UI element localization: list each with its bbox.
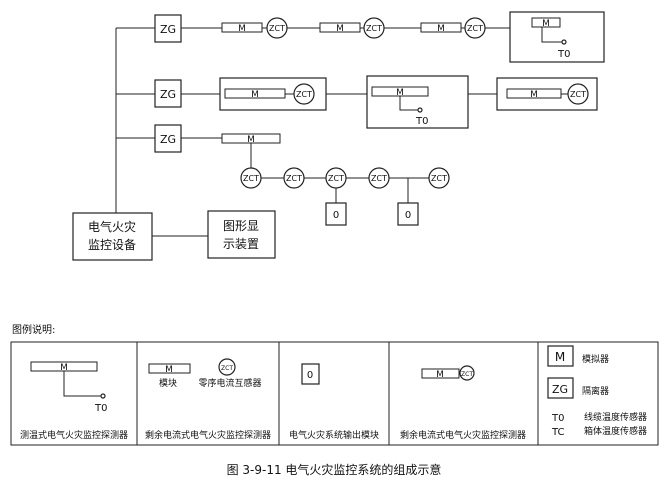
row-2: ZG M ZCT M T0 M ZCT [154, 75, 598, 129]
zct-label: ZCT [296, 90, 312, 99]
zct-label: ZCT [467, 24, 483, 33]
zct-sensor [325, 167, 347, 189]
m-label: M [396, 88, 404, 98]
zg-isolator-1 [154, 14, 182, 43]
output-module [397, 202, 419, 226]
m-label: M [165, 365, 173, 375]
analog-symbol [547, 345, 574, 367]
module-bar [531, 17, 561, 28]
bus-lines [115, 27, 222, 237]
legend-residual-current-a: 剩余电流式电气火灾监控探测器 [145, 429, 271, 441]
output-label: 0 [307, 370, 313, 381]
legend-zct-label: 零序电流互感器 [198, 377, 261, 389]
t0-label: T0 [415, 116, 428, 127]
legend-isolator: 隔离器 [582, 385, 609, 397]
temp-detector-box [366, 75, 469, 129]
legend-module-label: 模块 [159, 377, 177, 389]
m-label: M [60, 363, 68, 373]
legend-cell-module: M ZCT 模块 零序电流互感器 剩余电流式电气火灾监控探测器 [145, 358, 271, 441]
analog-symbol-label: M [555, 350, 565, 364]
zct-label: ZCT [269, 24, 285, 33]
m-label: M [251, 90, 259, 100]
zct-label: ZCT [431, 174, 447, 183]
zct-sensor [283, 167, 305, 189]
zg-label: ZG [160, 88, 176, 101]
m-label: M [336, 24, 344, 34]
zct-label: ZCT [461, 371, 473, 378]
legend-t0-desc: 线缆温度传感器 [584, 411, 647, 423]
monitoring-equipment: 电气火灾 监控设备 [72, 212, 153, 261]
zct-sensor [428, 167, 450, 189]
monitor-device-box [72, 212, 153, 261]
zg-label: ZG [160, 23, 176, 36]
zct-sensor [459, 365, 475, 381]
figure-caption: 图 3-9-11 电气火灾监控系统的组成示意 [227, 462, 442, 477]
row-1: ZG M ZCT M ZCT M ZCT M T0 [154, 11, 605, 63]
m-label: M [238, 24, 246, 34]
isolator-symbol-label: ZG [552, 383, 568, 396]
legend-cell-output: 0 电气火灾系统输出模块 [289, 363, 379, 441]
display-device-line2: 示装置 [223, 237, 259, 251]
t0-sensor-node [417, 107, 423, 113]
zct-label: ZCT [570, 90, 586, 99]
t0-label: T0 [94, 403, 107, 414]
legend-output-module: 电气火灾系统输出模块 [289, 429, 379, 441]
m-label: M [436, 370, 444, 380]
module-bar [148, 363, 191, 374]
monitor-device-line1: 电气火灾 [88, 219, 136, 234]
zg-isolator-2 [154, 79, 182, 108]
zct-label: ZCT [366, 24, 382, 33]
legend-t0-code: T0 [551, 413, 564, 424]
zct-sensor [293, 83, 315, 105]
m-label: M [530, 90, 538, 100]
t0-label: T0 [557, 49, 570, 60]
legend-cell-symbols: M 模拟器 ZG 隔离器 T0 线缆温度传感器 TC 箱体温度传感器 [547, 345, 647, 438]
legend-cell-temp: M T0 测温式电气火灾监控探测器 [20, 361, 128, 441]
zct-label: ZCT [328, 174, 344, 183]
zct-sensor [240, 167, 262, 189]
row-3: ZG M ZCT ZCT ZCT ZCT ZCT 0 0 [154, 124, 450, 226]
legend-temp-detector: 测温式电气火灾监控探测器 [20, 429, 128, 441]
monitor-device-line2: 监控设备 [88, 238, 136, 252]
zct-label: ZCT [371, 174, 387, 183]
legend-cell-residual: M ZCT 剩余电流式电气火灾监控探测器 [400, 365, 526, 441]
output-module [301, 363, 320, 385]
graphic-display: 图形显 示装置 [207, 210, 276, 259]
output-module [325, 202, 347, 226]
zg-label: ZG [160, 133, 176, 146]
zct-sensor [368, 167, 390, 189]
legend-residual-current-b: 剩余电流式电气火灾监控探测器 [400, 429, 526, 441]
m-label: M [542, 19, 550, 29]
zct-sensor [567, 83, 589, 105]
legend-title: 图例说明: [12, 323, 55, 336]
legend-tc-code: TC [551, 427, 565, 438]
t0-sensor-node [561, 39, 567, 45]
legend-table [10, 341, 659, 446]
m-label: M [247, 135, 255, 145]
zct-sensor [218, 358, 236, 376]
output-label: 0 [333, 210, 339, 221]
isolator-symbol [547, 377, 574, 399]
t0-sensor-node [100, 393, 106, 399]
zg-isolator-3 [154, 124, 182, 153]
legend-analog: 模拟器 [582, 353, 609, 365]
zct-label: ZCT [221, 365, 233, 372]
display-device-box [207, 210, 276, 259]
zct-label: ZCT [286, 174, 302, 183]
legend-tc-desc: 箱体温度传感器 [584, 425, 647, 437]
m-label: M [437, 24, 445, 34]
output-label: 0 [405, 210, 411, 221]
zct-label: ZCT [243, 174, 259, 183]
display-device-line1: 图形显 [223, 219, 259, 233]
